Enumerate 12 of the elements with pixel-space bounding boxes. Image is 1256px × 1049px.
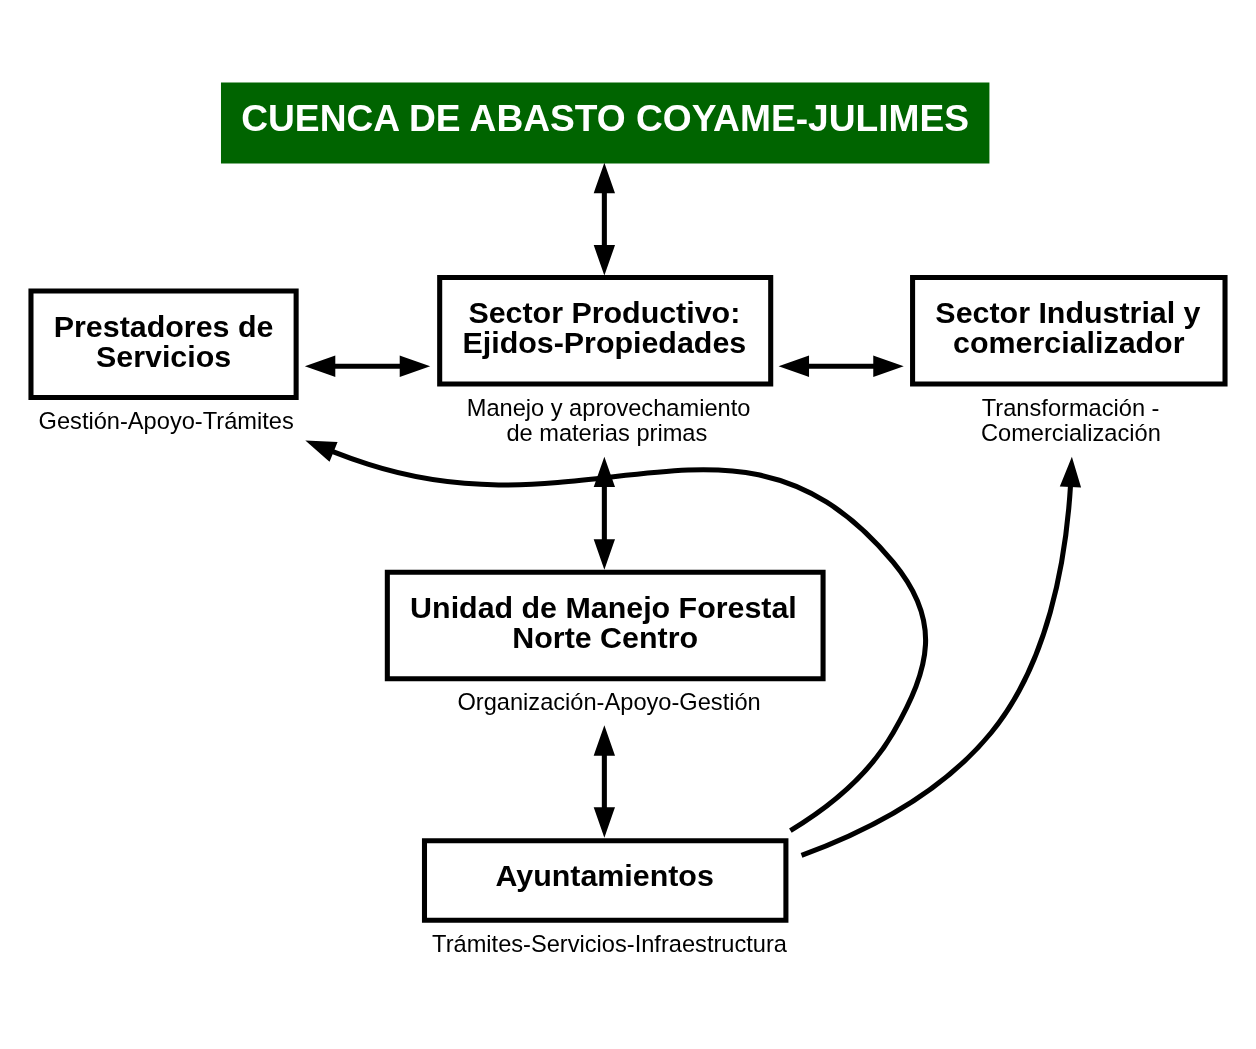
node-label: Manejo y aprovechamiento de materias primas bbox=[466, 394, 751, 446]
arrow bbox=[593, 162, 616, 276]
node-label: Transformación - Comercialización bbox=[980, 394, 1161, 446]
arrow bbox=[800, 456, 1082, 858]
node-box: CUENCA DE ABASTO COYAME-JULIMES bbox=[221, 82, 990, 164]
arrow bbox=[593, 724, 616, 838]
node-label: Organización-Apoyo-Gestión bbox=[457, 688, 761, 715]
node-label: Gestión-Apoyo-Trámites bbox=[38, 407, 294, 434]
arrow bbox=[304, 355, 431, 377]
arrow bbox=[778, 355, 904, 377]
arrow bbox=[305, 440, 928, 833]
node-label: Trámites-Servicios-Infraestructura bbox=[432, 930, 787, 957]
